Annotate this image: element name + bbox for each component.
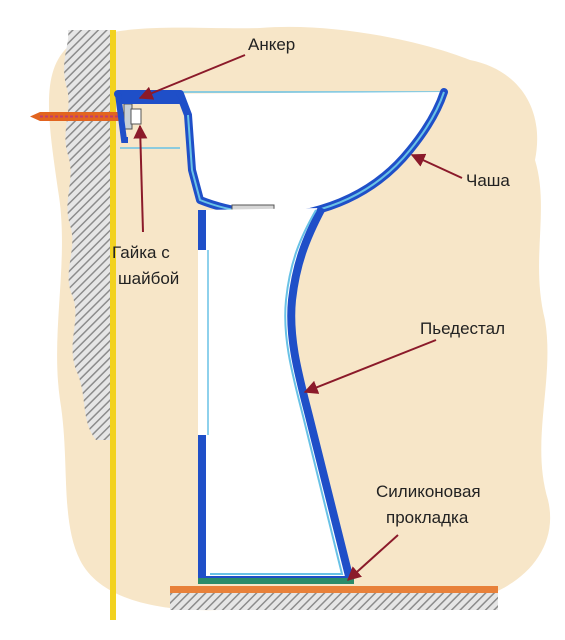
wall — [64, 30, 112, 440]
wall-yellow-strip — [110, 30, 116, 620]
label-nut-line1: Гайка с — [112, 243, 170, 262]
label-anchor: Анкер — [248, 35, 295, 54]
label-gasket-line1: Силиконовая — [376, 482, 481, 501]
label-pedestal: Пьедестал — [420, 319, 505, 338]
floor-strip — [170, 586, 498, 593]
floor-hatch — [170, 592, 498, 610]
background-blob — [48, 26, 551, 611]
pedestal-inner — [210, 209, 344, 575]
nut — [130, 108, 142, 125]
arrow-anchor — [138, 54, 246, 100]
bowl-back-wall — [115, 93, 128, 143]
label-gasket-line2: прокладка — [386, 508, 469, 527]
pedestal — [198, 206, 354, 584]
label-nut-line2: шайбой — [118, 269, 179, 288]
arrow-nut — [133, 124, 148, 233]
arrow-gasket — [346, 534, 399, 581]
label-bowl: Чаша — [466, 171, 510, 190]
bowl-rim — [118, 94, 182, 104]
anchor-bolt-tip — [30, 112, 40, 121]
pedestal-gap-upper — [198, 250, 208, 435]
silicone-gasket — [198, 578, 354, 584]
arrow-bowl — [410, 153, 463, 179]
arrow-pedestal — [303, 339, 437, 394]
